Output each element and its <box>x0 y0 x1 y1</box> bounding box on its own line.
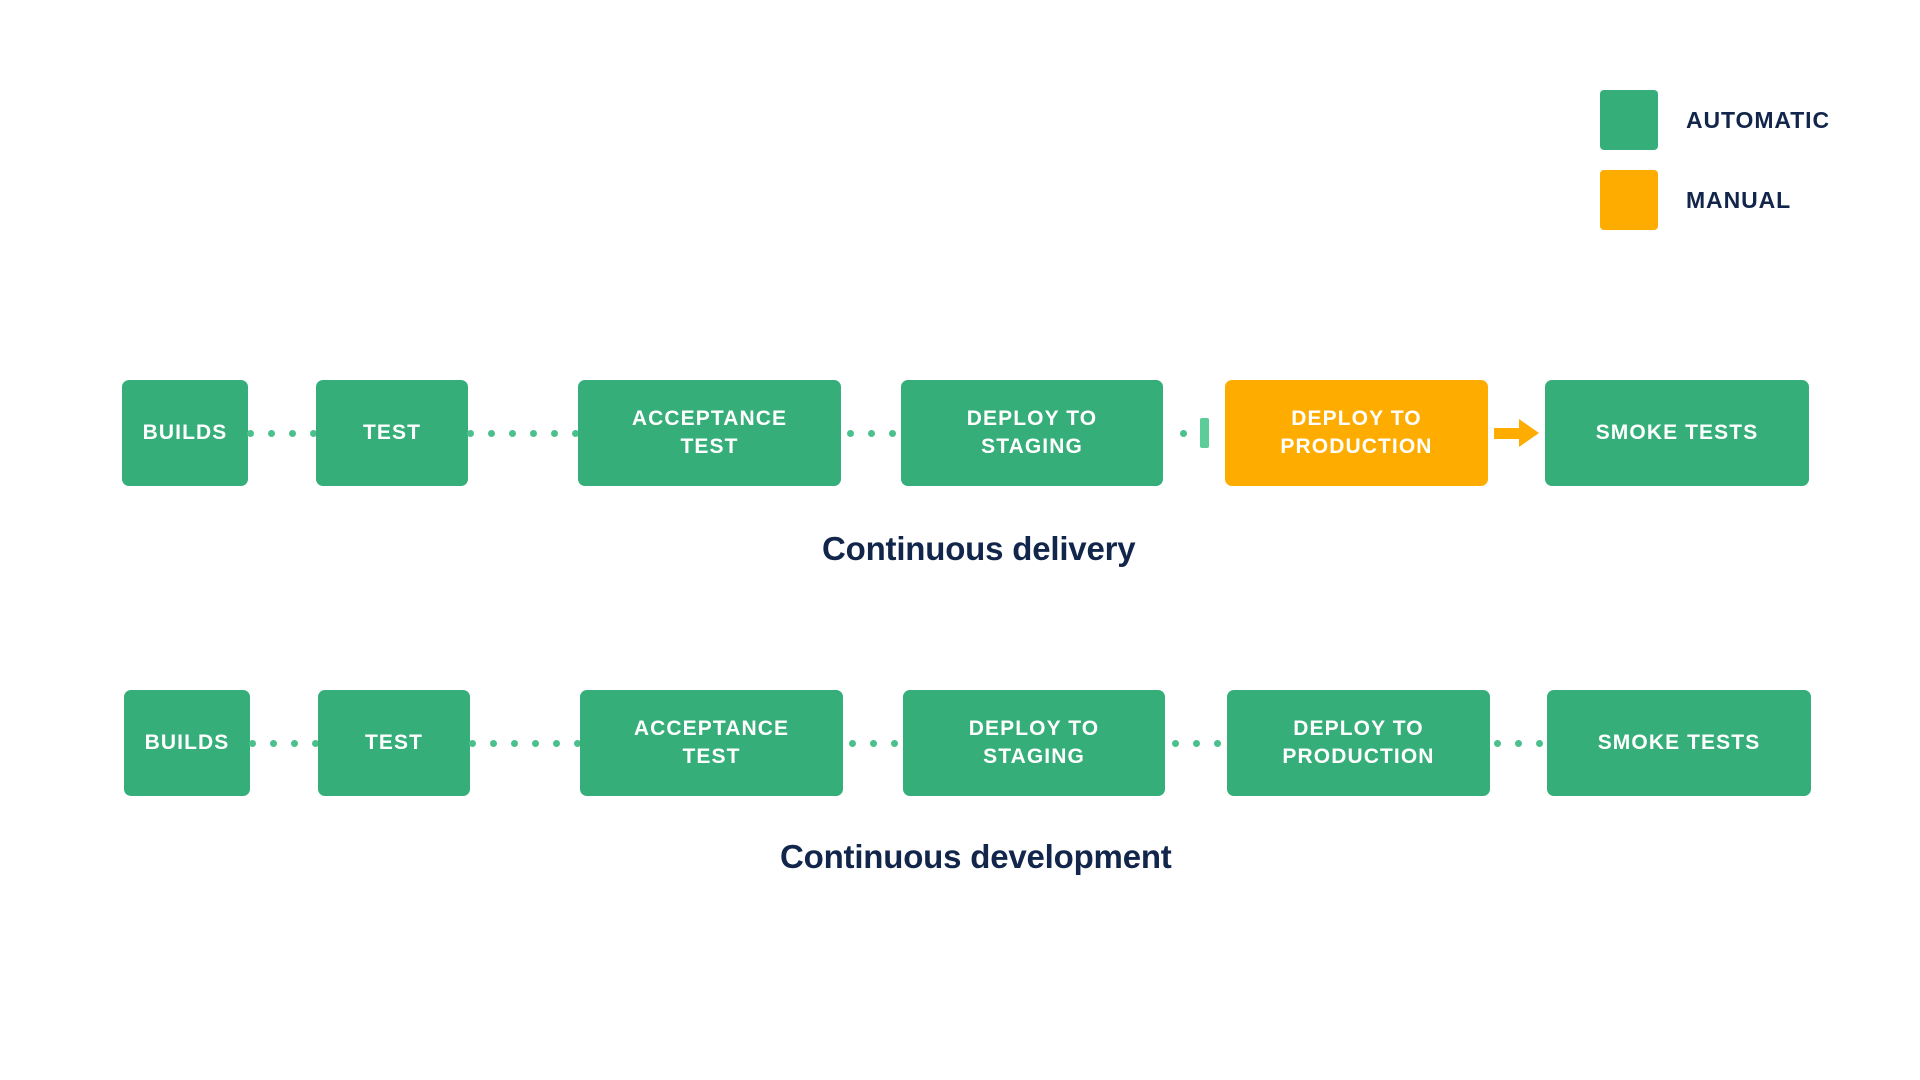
connector-dot <box>509 429 516 437</box>
connector-dot <box>553 739 560 747</box>
connector-dot <box>572 429 579 437</box>
node-label: DEPLOY TO PRODUCTION <box>1282 716 1435 768</box>
node-label: SMOKE TESTS <box>1595 420 1759 444</box>
caption-continuous-development: Continuous development <box>780 838 1172 875</box>
node-label: SMOKE TESTS <box>1597 730 1761 754</box>
pipeline-continuous-delivery: BUILDS TEST ACCEPTANCE TEST DEPLOY TO ST… <box>122 380 1809 486</box>
connector-dot <box>469 739 476 747</box>
node-deploy-to-production[interactable]: DEPLOY TO PRODUCTION <box>1227 690 1490 796</box>
green-swatch-icon <box>1600 90 1658 150</box>
connector-dotted <box>467 380 579 486</box>
connector-dot <box>291 739 298 747</box>
connector-dotted <box>247 380 317 486</box>
node-smoke-tests[interactable]: SMOKE TESTS <box>1547 690 1811 796</box>
connector-dotted <box>249 690 319 796</box>
dot-group <box>469 739 581 747</box>
connector-dot <box>532 739 539 747</box>
connector-dot <box>551 429 558 437</box>
connector-dot <box>511 739 518 747</box>
arrow-shaft <box>1494 427 1519 439</box>
orange-swatch-icon <box>1600 170 1658 230</box>
legend-item-manual: MANUAL <box>1600 170 1830 230</box>
node-builds[interactable]: BUILDS <box>124 690 250 796</box>
node-label: DEPLOY TO PRODUCTION <box>1280 406 1433 458</box>
node-label: ACCEPTANCE TEST <box>633 716 790 768</box>
connector-dot <box>249 739 256 747</box>
legend-label-automatic: AUTOMATIC <box>1686 106 1830 133</box>
node-label: BUILDS <box>144 730 230 754</box>
node-deploy-to-staging[interactable]: DEPLOY TO STAGING <box>903 690 1165 796</box>
dot-group <box>846 429 896 437</box>
connector-manual-gate <box>1163 380 1225 486</box>
connector-dot <box>888 429 896 437</box>
connector-dot <box>848 739 856 747</box>
connector-dot <box>310 429 317 437</box>
connector-dot <box>1213 739 1221 747</box>
pipeline-continuous-development: BUILDS TEST ACCEPTANCE TEST DEPLOY TO ST… <box>124 690 1811 796</box>
connector-dot <box>289 429 296 437</box>
dot-group <box>1171 739 1221 747</box>
dot-group <box>249 739 319 747</box>
connector-dotted <box>1490 690 1547 796</box>
node-test[interactable]: TEST <box>316 380 468 486</box>
connector-dot <box>1179 429 1187 437</box>
node-deploy-to-staging[interactable]: DEPLOY TO STAGING <box>901 380 1163 486</box>
connector-dot <box>1515 739 1522 747</box>
dot-group <box>467 429 579 437</box>
connector-dot <box>867 429 875 437</box>
connector-dot <box>247 429 254 437</box>
connector-dotted <box>1165 690 1227 796</box>
connector-dot <box>312 739 319 747</box>
connector-dotted <box>843 690 903 796</box>
connector-dot <box>890 739 898 747</box>
connector-dotted <box>841 380 901 486</box>
legend: AUTOMATIC MANUAL <box>1600 90 1830 230</box>
connector-dot <box>869 739 877 747</box>
legend-label-manual: MANUAL <box>1686 186 1792 213</box>
arrow-right-icon <box>1494 419 1539 447</box>
node-smoke-tests[interactable]: SMOKE TESTS <box>1545 380 1809 486</box>
node-label: ACCEPTANCE TEST <box>631 406 788 458</box>
node-label: TEST <box>362 420 422 444</box>
dot-group <box>848 739 898 747</box>
node-label: BUILDS <box>142 420 228 444</box>
connector-dot <box>1171 739 1179 747</box>
connector-dot <box>1536 739 1543 747</box>
node-acceptance-test[interactable]: ACCEPTANCE TEST <box>578 380 841 486</box>
dot-group <box>1179 429 1187 437</box>
dot-group <box>247 429 317 437</box>
node-acceptance-test[interactable]: ACCEPTANCE TEST <box>580 690 843 796</box>
legend-item-automatic: AUTOMATIC <box>1600 90 1830 150</box>
arrow-head <box>1519 419 1539 447</box>
node-deploy-to-production[interactable]: DEPLOY TO PRODUCTION <box>1225 380 1488 486</box>
connector-dot <box>467 429 474 437</box>
gate-bar-icon <box>1199 418 1209 448</box>
connector-dot <box>574 739 581 747</box>
connector-dotted <box>469 690 581 796</box>
connector-dot <box>1494 739 1501 747</box>
node-builds[interactable]: BUILDS <box>122 380 248 486</box>
dot-group <box>1494 739 1543 747</box>
connector-arrow <box>1488 380 1545 486</box>
connector-dot <box>846 429 854 437</box>
caption-continuous-delivery: Continuous delivery <box>822 530 1136 567</box>
connector-dot <box>530 429 537 437</box>
node-label: DEPLOY TO STAGING <box>968 716 1100 768</box>
connector-dot <box>488 429 495 437</box>
connector-dot <box>1192 739 1200 747</box>
connector-dot <box>490 739 497 747</box>
connector-dot <box>270 739 277 747</box>
connector-dot <box>268 429 275 437</box>
node-test[interactable]: TEST <box>318 690 470 796</box>
node-label: TEST <box>364 730 424 754</box>
node-label: DEPLOY TO STAGING <box>966 406 1098 458</box>
